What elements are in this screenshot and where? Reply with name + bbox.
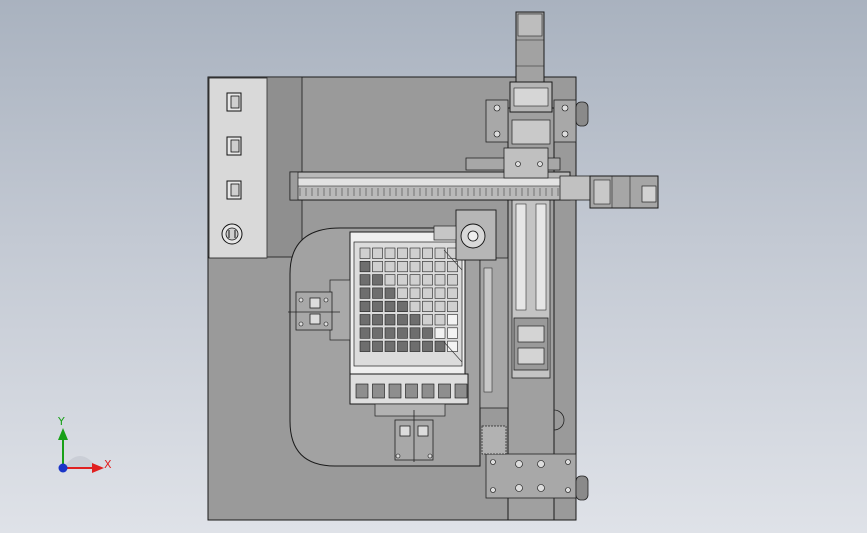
x-axis-gantry (289, 157, 595, 201)
tray-cell (359, 247, 371, 259)
tray-cell (397, 260, 408, 273)
triad-y-label: Y (57, 415, 65, 428)
tray-cell (397, 287, 408, 299)
tray-cell (422, 314, 433, 326)
tray-cell (384, 247, 396, 259)
tray-cell (397, 274, 408, 286)
comb-tooth (388, 383, 402, 399)
triad-x-label: X (104, 458, 112, 471)
tray-cell (359, 300, 371, 313)
tray-cell (397, 300, 408, 313)
tray-cell (409, 274, 421, 286)
tray-cell (372, 340, 383, 352)
tray-cell (372, 260, 383, 273)
tray-cell (447, 300, 458, 313)
comb-tooth (405, 383, 418, 399)
bottom-clamp-fixture (394, 410, 434, 462)
tray-cell (397, 247, 408, 259)
comb-tooth (421, 383, 435, 399)
control-panel (208, 77, 268, 259)
side-rail-plate (479, 257, 509, 409)
tray-front-comb (349, 373, 469, 417)
tray-cell (384, 314, 396, 326)
tray-cell (384, 340, 396, 352)
tray-cell (422, 327, 433, 339)
tray-cell (447, 327, 458, 339)
emergency-stop-knob[interactable] (221, 223, 243, 245)
x-axis-motor (589, 175, 659, 209)
comb-tooth (372, 383, 385, 399)
tray-cell (397, 327, 408, 339)
tray-cell (384, 260, 396, 273)
tray-cell (372, 287, 383, 299)
tray-cell (422, 340, 433, 352)
tray-cell (434, 260, 446, 273)
tray-cell (434, 340, 446, 352)
tray-cell (359, 327, 371, 339)
tray-cell (409, 314, 421, 326)
panel-button-3[interactable] (226, 180, 242, 200)
tray-cell (447, 260, 458, 273)
tray-cell (409, 287, 421, 299)
tray-cell (447, 340, 458, 352)
tray-cell (359, 274, 371, 286)
tray-cell (372, 300, 383, 313)
tray-cell (384, 327, 396, 339)
top-mount-brackets (485, 99, 589, 145)
tray-cell (434, 287, 446, 299)
coordinate-triad: Y X (57, 415, 112, 473)
tray-cell (409, 300, 421, 313)
gantry-carriage (433, 147, 549, 261)
tray-cell (359, 260, 371, 273)
tray-cell (384, 287, 396, 299)
tray-cell (434, 314, 446, 326)
tray-cell (372, 247, 383, 259)
y-axis-motor (509, 11, 553, 113)
tray-cell (422, 287, 433, 299)
tray-cell (397, 314, 408, 326)
comb-tooth (355, 383, 369, 399)
tray-cell (372, 327, 383, 339)
tray-cell (409, 260, 421, 273)
tray-cell (434, 327, 446, 339)
tray-cell (384, 300, 396, 313)
tray-cell (447, 274, 458, 286)
tray-cell (409, 247, 421, 259)
tray-cell (397, 340, 408, 352)
comb-teeth (355, 383, 468, 399)
tray-cell (422, 274, 433, 286)
tray-cell (447, 287, 458, 299)
tray-cell (434, 247, 446, 259)
tray-cell (409, 327, 421, 339)
tray-cell (422, 247, 433, 259)
tray-cell-grid (359, 247, 458, 352)
tray-cell (409, 340, 421, 352)
left-clamp-fixture (288, 291, 340, 331)
bottom-mount-brackets (481, 425, 589, 501)
tray-cell (372, 314, 383, 326)
grid-tray (329, 231, 466, 375)
tray-cell (422, 260, 433, 273)
tray-cell (447, 314, 458, 326)
tray-cell (359, 287, 371, 299)
tray-cell (422, 300, 433, 313)
tray-cell (372, 274, 383, 286)
tray-cell (359, 340, 371, 352)
tray-cell (434, 300, 446, 313)
tray-cell (384, 274, 396, 286)
gantry-rack (299, 188, 559, 196)
tray-cell (434, 274, 446, 286)
comb-tooth (454, 383, 468, 399)
tray-cell (359, 314, 371, 326)
panel-button-1[interactable] (226, 92, 242, 112)
panel-button-2[interactable] (226, 136, 242, 156)
comb-tooth (438, 383, 451, 399)
